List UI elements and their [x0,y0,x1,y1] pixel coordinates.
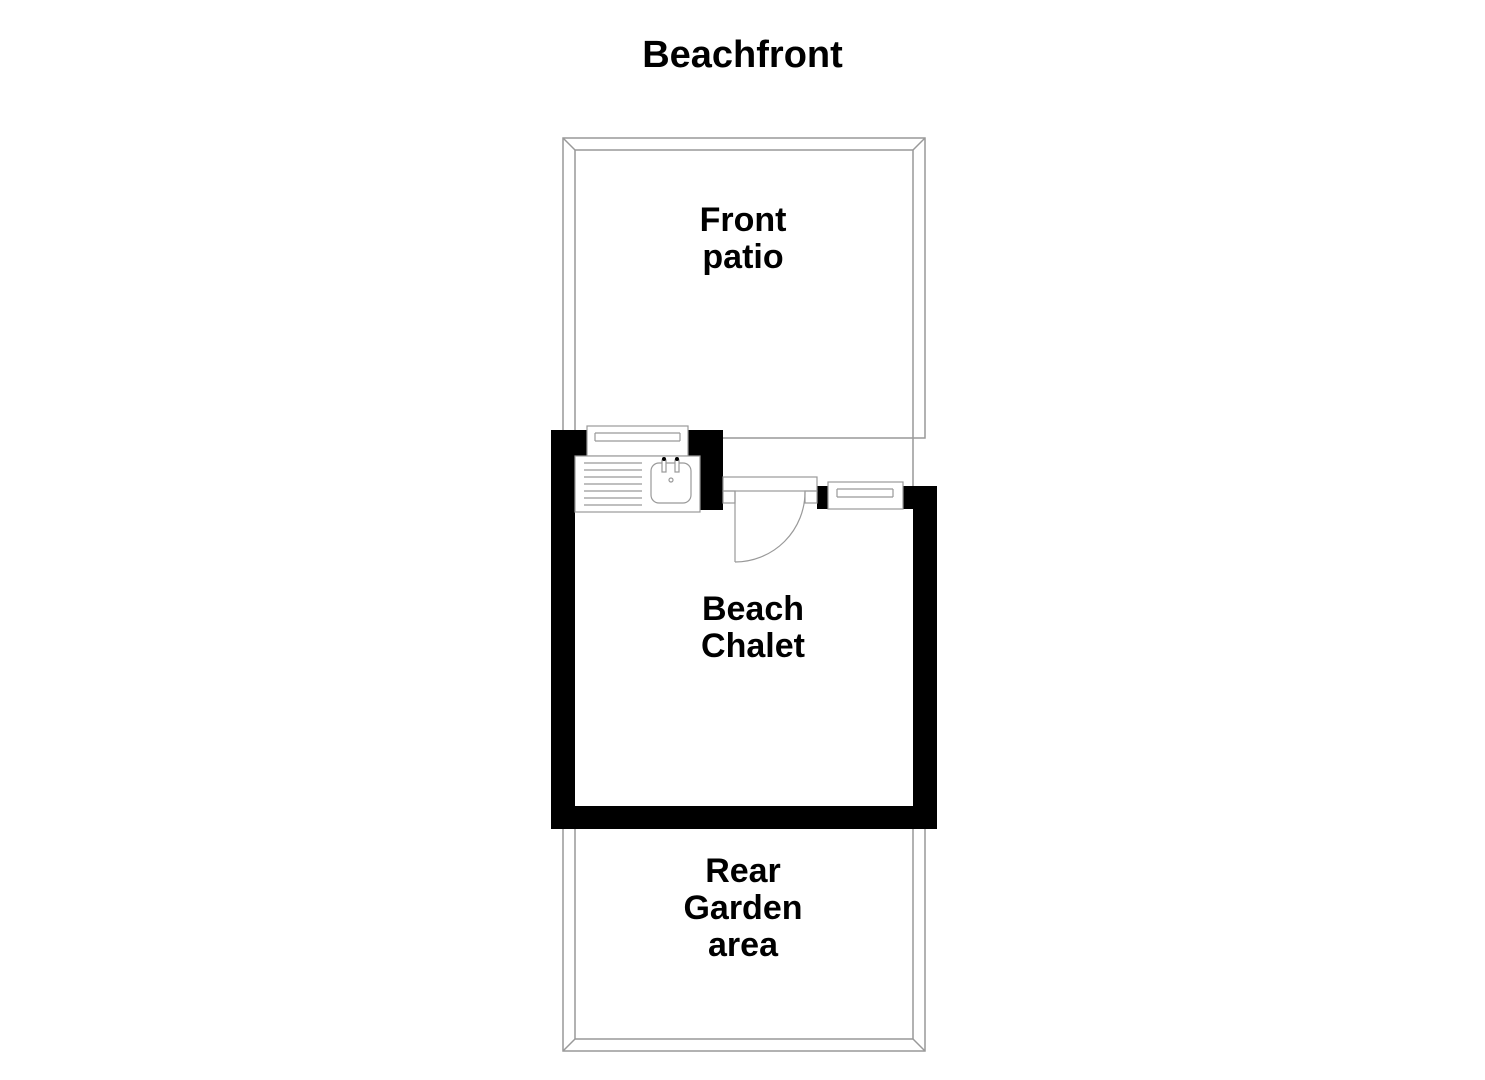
front-patio-outline [562,137,926,490]
room-label-line: Chalet [701,627,805,665]
sink-unit [574,455,701,513]
room-label-line: Rear [705,852,781,890]
room-label-line: Front [699,201,787,239]
window-kitchen [586,425,689,457]
room-label-front-patio: Front patio [643,202,843,276]
room-label-line: patio [702,238,784,276]
room-label-rear-garden: Rear Garden area [643,853,843,964]
rear-garden-outline [562,828,926,1052]
plan-title: Beachfront [642,34,843,76]
room-label-line: Beach [701,590,805,628]
room-label-beach-chalet: Beach Chalet [653,591,853,665]
room-label-line: area [708,926,778,964]
window-right [827,481,904,510]
room-label-line: Garden [683,889,803,927]
entrance-door [722,476,818,563]
